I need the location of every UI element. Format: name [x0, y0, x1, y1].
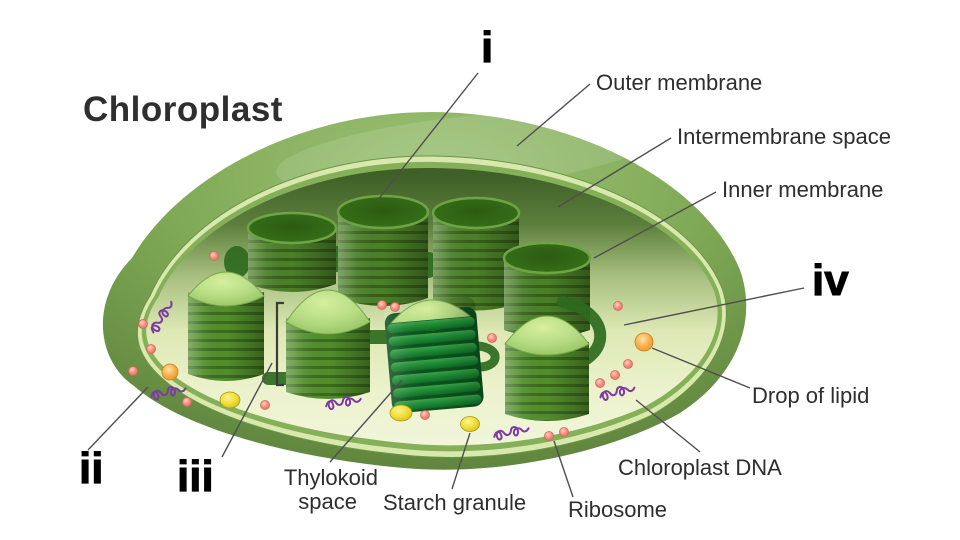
ribosome-dot: [487, 333, 497, 343]
lipid-drop-blob: [634, 332, 654, 352]
page-title: Chloroplast: [83, 90, 283, 129]
leader-starch-granule: [451, 432, 471, 490]
labels: Chloroplast Outer membrane Intermembrane…: [79, 23, 892, 523]
starch-granule-blob: [219, 391, 241, 409]
granum-back-1: [246, 211, 338, 292]
label-outer-membrane: Outer membrane: [596, 70, 762, 95]
leader-iv: [623, 287, 805, 326]
ribosome-dot: [182, 397, 192, 407]
leader-i: [376, 72, 479, 202]
label-thylokoid-space-line2: space: [298, 489, 357, 514]
granum-front-right: [504, 315, 590, 421]
leader-outer-membrane: [516, 83, 591, 147]
ribosome-dot: [420, 410, 430, 420]
starch-granule-blob: [389, 404, 413, 422]
thylakoid-disc-stack: [383, 296, 484, 413]
label-ribosome: Ribosome: [568, 497, 667, 522]
ribosome-dot: [595, 378, 605, 388]
ribosome-dot: [613, 301, 623, 311]
granum-front-left: [187, 271, 265, 381]
leader-chloroplast-dna: [635, 399, 701, 453]
ribosome-dot: [377, 300, 387, 310]
granum-back-2: [336, 194, 430, 306]
lamella-segment: [224, 246, 250, 278]
label-intermembrane-space: Intermembrane space: [677, 124, 891, 149]
label-numeral-i: i: [481, 23, 493, 72]
lamella-loop-small: [472, 341, 500, 372]
granum-front-middle: [285, 289, 371, 399]
label-chloroplast-dna: Chloroplast DNA: [618, 455, 782, 480]
ribosome-dot: [623, 359, 633, 369]
ribosome-dot: [390, 302, 400, 312]
grana-back-row: [246, 194, 592, 338]
label-thylokoid-space-line1: Thylokoid: [284, 465, 378, 490]
granum-back-4: [502, 241, 592, 338]
ribosome-dot: [610, 370, 620, 380]
granum-back-3: [431, 196, 521, 311]
granum-cap: [187, 271, 265, 307]
label-drop-of-lipid: Drop of lipid: [752, 383, 869, 408]
leader-inner-membrane: [593, 191, 717, 259]
ribosome-dot: [128, 366, 138, 376]
ribosome-dot: [209, 251, 219, 261]
granum-cap: [504, 315, 590, 356]
label-starch-granule: Starch granule: [383, 490, 526, 515]
granum-bracket: [275, 301, 284, 387]
leader-thylokoid-space: [329, 379, 403, 463]
ribosome-dot: [544, 431, 554, 441]
starch-granule-blob: [460, 416, 480, 432]
ribosome-dot: [260, 400, 270, 410]
grana-front-row: [187, 271, 590, 421]
ribosome-dot: [138, 319, 148, 329]
label-inner-membrane: Inner membrane: [722, 177, 883, 202]
lipid-drops: [161, 332, 654, 381]
label-numeral-ii: ii: [79, 444, 103, 493]
leader-iii: [221, 362, 273, 458]
leader-intermembrane-space: [557, 137, 672, 208]
starch-granules: [219, 391, 480, 432]
label-numeral-iv: iv: [812, 256, 849, 305]
granum-cap: [285, 289, 371, 335]
leader-lines: [87, 72, 805, 498]
leader-ribosome: [553, 440, 574, 498]
leader-ii: [87, 386, 149, 451]
lipid-drop-blob: [161, 363, 179, 381]
ribosome-dot: [146, 344, 156, 354]
ribosomes: [128, 251, 633, 441]
ribosome-dot: [559, 427, 569, 437]
leader-drop-of-lipid: [651, 347, 751, 389]
label-numeral-iii: iii: [177, 452, 214, 501]
